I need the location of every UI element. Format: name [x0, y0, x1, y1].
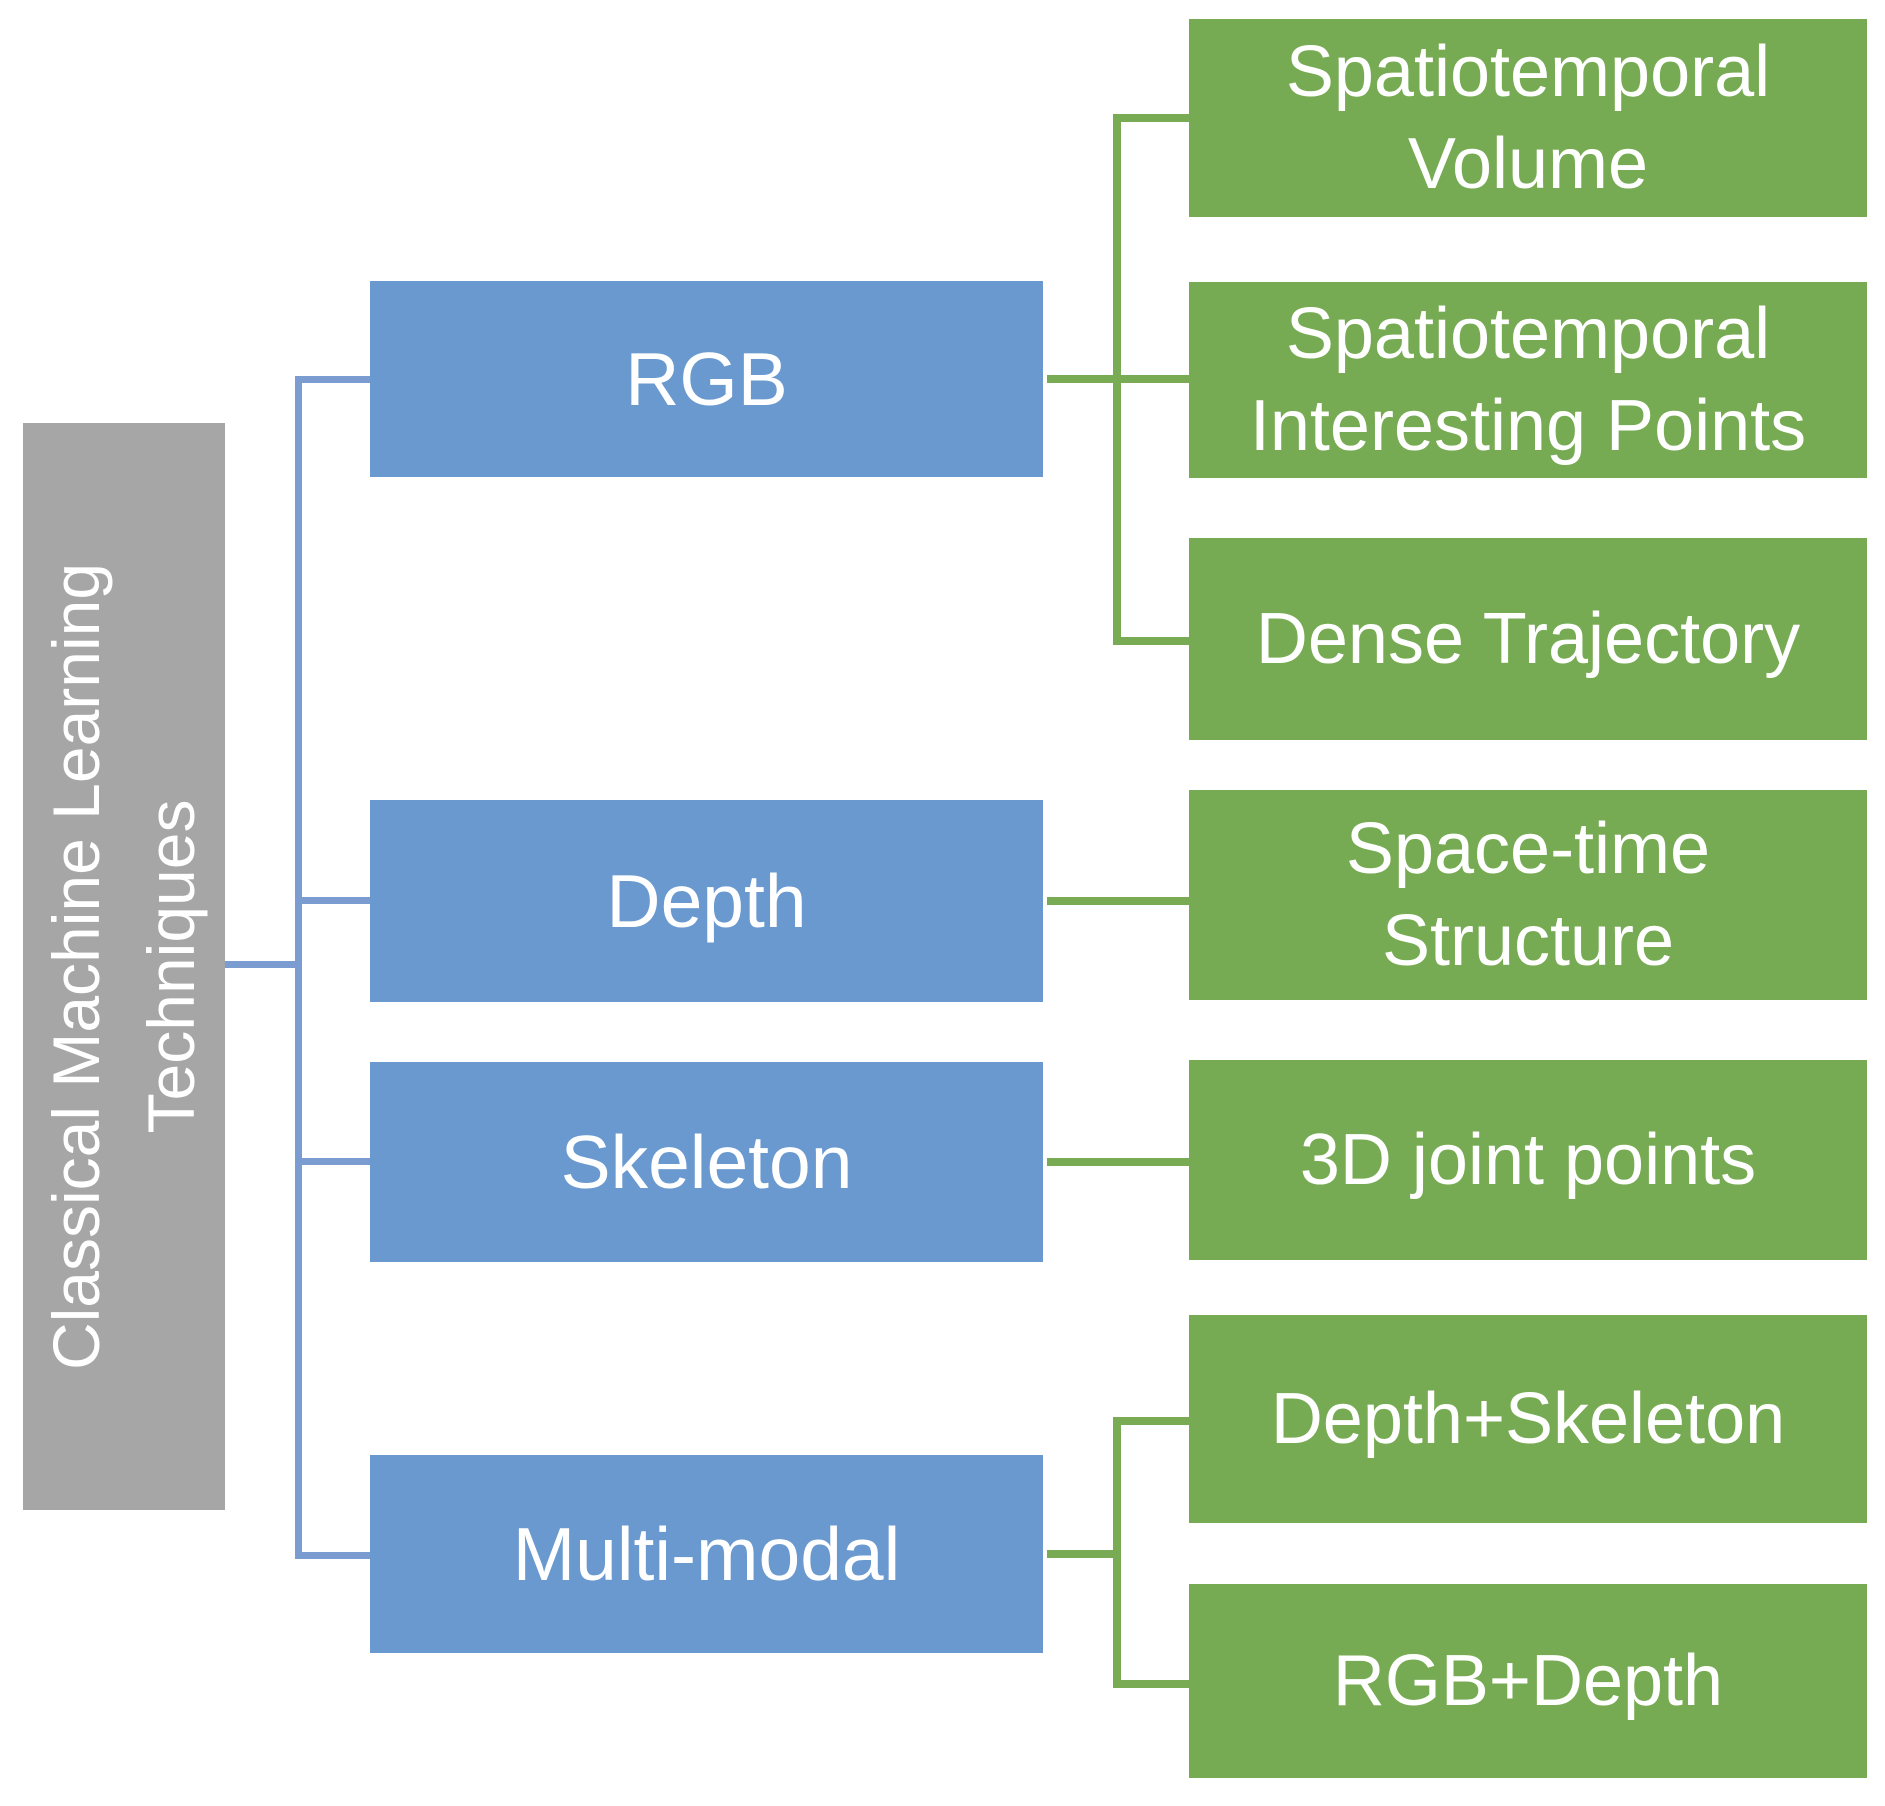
connector-trunk-to-multimodal	[302, 1552, 370, 1559]
connector-to-dense-trajectory	[1121, 637, 1189, 645]
leaf-node-depth-skeleton: Depth+Skeleton	[1189, 1315, 1867, 1523]
connector-skeleton-horizontal	[1047, 1158, 1189, 1166]
connector-multimodal-vertical	[1113, 1417, 1121, 1688]
connector-to-depth-skeleton	[1121, 1417, 1189, 1425]
leaf-node-rgb-depth: RGB+Depth	[1189, 1584, 1867, 1778]
connector-root-to-trunk	[225, 961, 298, 968]
branch-node-depth: Depth	[370, 800, 1043, 1002]
branch-node-rgb: RGB	[370, 281, 1043, 477]
connector-trunk-vertical	[295, 376, 302, 1559]
connector-multimodal-horizontal	[1047, 1550, 1117, 1558]
connector-to-spatiotemporal-volume	[1121, 114, 1189, 122]
connector-to-rgb-depth	[1121, 1680, 1189, 1688]
connector-trunk-to-skeleton	[302, 1158, 370, 1165]
root-node-classical-ml-techniques: Classical Machine Learning Techniques	[23, 423, 225, 1510]
connector-trunk-to-depth	[302, 897, 370, 904]
branch-node-multi-modal: Multi-modal	[370, 1455, 1043, 1653]
leaf-node-3d-joint-points: 3D joint points	[1189, 1060, 1867, 1260]
leaf-node-spatiotemporal-interesting-points: Spatiotemporal Interesting Points	[1189, 282, 1867, 478]
branch-node-skeleton: Skeleton	[370, 1062, 1043, 1262]
leaf-node-space-time-structure: Space-time Structure	[1189, 790, 1867, 1000]
leaf-node-spatiotemporal-volume: Spatiotemporal Volume	[1189, 19, 1867, 217]
leaf-node-dense-trajectory: Dense Trajectory	[1189, 538, 1867, 740]
connector-rgb-vertical	[1113, 114, 1121, 645]
connector-depth-horizontal	[1047, 897, 1189, 905]
connector-trunk-to-rgb	[302, 376, 370, 383]
